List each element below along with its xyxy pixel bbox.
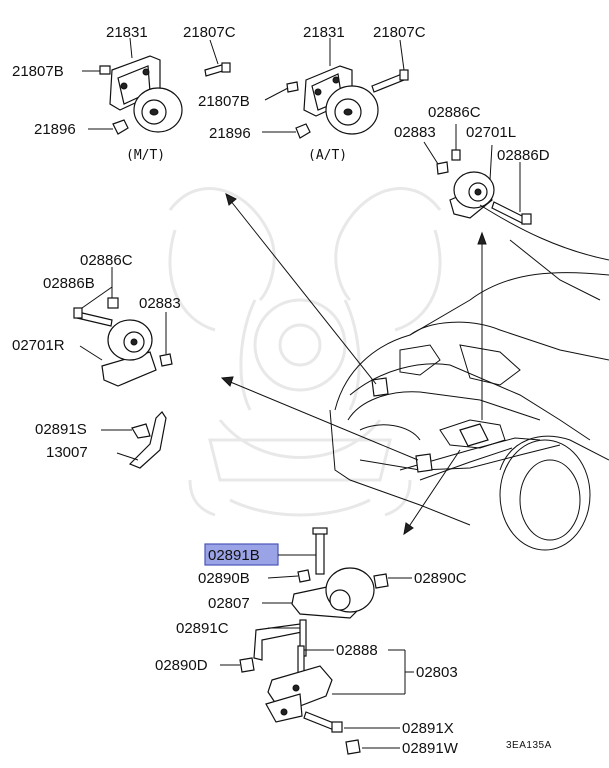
ml-02883-label: 02883 <box>139 295 181 312</box>
ml-02701r-label: 02701R <box>12 337 65 354</box>
bt-02891c-label: 02891C <box>176 620 229 637</box>
diagram-code: 3EA135A <box>506 740 552 751</box>
tr-02886c-label: 02886C <box>428 104 481 121</box>
bt-02890d-label: 02890D <box>155 657 208 674</box>
bt-02891w-label: 02891W <box>402 740 459 757</box>
tr-02701l-label: 02701L <box>466 124 516 141</box>
bt-02890b-label: 02890B <box>198 570 250 587</box>
at-leaders <box>262 38 405 133</box>
ml-13007-label: 13007 <box>46 444 88 461</box>
bt-02890c-label: 02890C <box>414 570 467 587</box>
mt-caption: (M/T) <box>126 148 165 163</box>
ml-leaders <box>79 267 167 461</box>
tr-leaders <box>423 124 521 212</box>
bt-02888-label: 02888 <box>336 642 378 659</box>
car-engine-bay <box>329 204 609 551</box>
bottom-mount-assembly <box>239 527 389 755</box>
bt-02807-label: 02807 <box>208 595 250 612</box>
at-21831-label: 21831 <box>303 24 345 41</box>
mt-21831-label: 21831 <box>106 24 148 41</box>
at-21807c-label: 21807C <box>373 24 426 41</box>
tr-mount-assembly <box>436 149 532 225</box>
ml-02886b-label: 02886B <box>43 275 95 292</box>
ml-02886c-label: 02886C <box>80 252 133 269</box>
ml-bracket <box>128 411 167 469</box>
bt-02891x-label: 02891X <box>402 720 454 737</box>
mt-21807c-label: 21807C <box>183 24 236 41</box>
mt-leaders <box>82 37 219 130</box>
mt-21896-label: 21896 <box>34 121 76 138</box>
at-mount-assembly <box>286 65 409 139</box>
bottom-leaders <box>220 554 414 749</box>
at-21896-label: 21896 <box>209 125 251 142</box>
pointer-arrows <box>220 193 487 536</box>
tr-02883-label: 02883 <box>394 124 436 141</box>
mt-21807b-label: 21807B <box>12 63 64 80</box>
at-caption: (A/T) <box>308 148 347 163</box>
ml-mount-assembly <box>73 297 173 387</box>
bt-02891b-label[interactable]: 02891B <box>208 547 260 564</box>
at-21807b-label: 21807B <box>198 93 250 110</box>
bt-02803-label: 02803 <box>416 664 458 681</box>
tr-02886d-label: 02886D <box>497 147 550 164</box>
ml-02891s-label: 02891S <box>35 421 87 438</box>
mt-mount-assembly <box>99 55 231 135</box>
